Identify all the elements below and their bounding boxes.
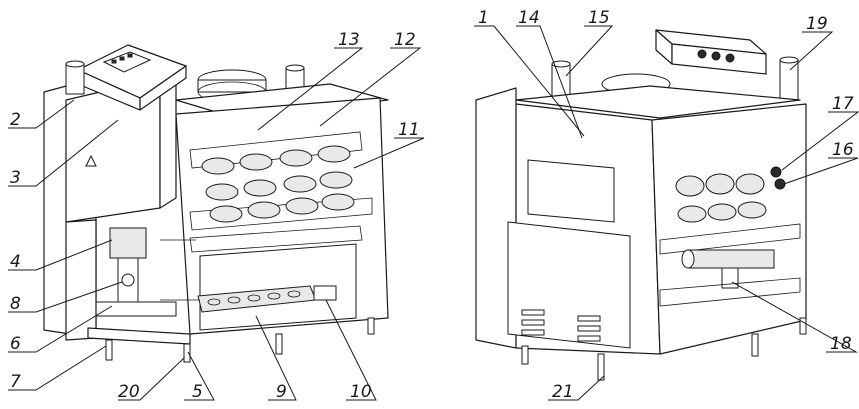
callout-4: 4 bbox=[10, 252, 21, 272]
heat-exchanger-coils bbox=[201, 145, 355, 223]
heat-exchanger-coils bbox=[675, 173, 767, 223]
rear-access-panel bbox=[507, 221, 631, 349]
callout-1: 1 bbox=[478, 8, 489, 28]
leg bbox=[105, 339, 113, 361]
boiler-front-view bbox=[43, 44, 389, 363]
control-button bbox=[119, 56, 125, 61]
leg bbox=[597, 353, 605, 381]
callout-labels: 2 3 4 8 6 7 5 20 9 10 11 12 13 1 14 15 1… bbox=[10, 8, 854, 402]
callout-11: 11 bbox=[398, 120, 420, 140]
callout-14: 14 bbox=[518, 8, 540, 28]
control-button bbox=[127, 53, 133, 58]
callout-6: 6 bbox=[10, 334, 21, 354]
lower-side-panel bbox=[65, 219, 97, 341]
chamber-window bbox=[527, 159, 615, 223]
callout-2: 2 bbox=[10, 110, 21, 130]
callout-19: 19 bbox=[806, 14, 828, 34]
callout-12: 12 bbox=[394, 30, 416, 50]
vent-slots bbox=[521, 309, 601, 342]
callout-7: 7 bbox=[10, 372, 21, 392]
fitting bbox=[770, 166, 782, 178]
callout-16: 16 bbox=[832, 140, 854, 160]
leg bbox=[367, 317, 375, 335]
gas-valve-assembly bbox=[95, 227, 200, 317]
leg bbox=[183, 343, 191, 363]
leader-lines bbox=[8, 25, 859, 401]
callout-3: 3 bbox=[10, 168, 21, 188]
callout-18: 18 bbox=[830, 334, 852, 354]
control-box-side bbox=[139, 65, 187, 111]
top-plate bbox=[515, 85, 801, 119]
leg bbox=[275, 333, 283, 355]
control-button bbox=[111, 59, 117, 64]
callout-10: 10 bbox=[350, 382, 372, 402]
fitting bbox=[774, 178, 786, 190]
callout-21: 21 bbox=[552, 382, 574, 402]
leg bbox=[751, 333, 759, 357]
control-display bbox=[102, 51, 152, 73]
callout-20: 20 bbox=[118, 382, 140, 402]
boiler-rear-view bbox=[475, 29, 807, 381]
leg bbox=[799, 317, 807, 335]
warning-sign-icon bbox=[85, 154, 97, 167]
callout-13: 13 bbox=[338, 30, 360, 50]
side-frame bbox=[651, 103, 807, 355]
chimney-pipe bbox=[779, 59, 799, 101]
callout-9: 9 bbox=[276, 382, 287, 402]
burner bbox=[197, 285, 337, 313]
callout-5: 5 bbox=[192, 382, 203, 402]
callout-15: 15 bbox=[588, 8, 610, 28]
leg bbox=[521, 345, 529, 365]
callout-17: 17 bbox=[832, 94, 854, 114]
callout-8: 8 bbox=[10, 294, 21, 314]
base-plate bbox=[87, 327, 191, 345]
chimney-pipe bbox=[65, 63, 85, 95]
